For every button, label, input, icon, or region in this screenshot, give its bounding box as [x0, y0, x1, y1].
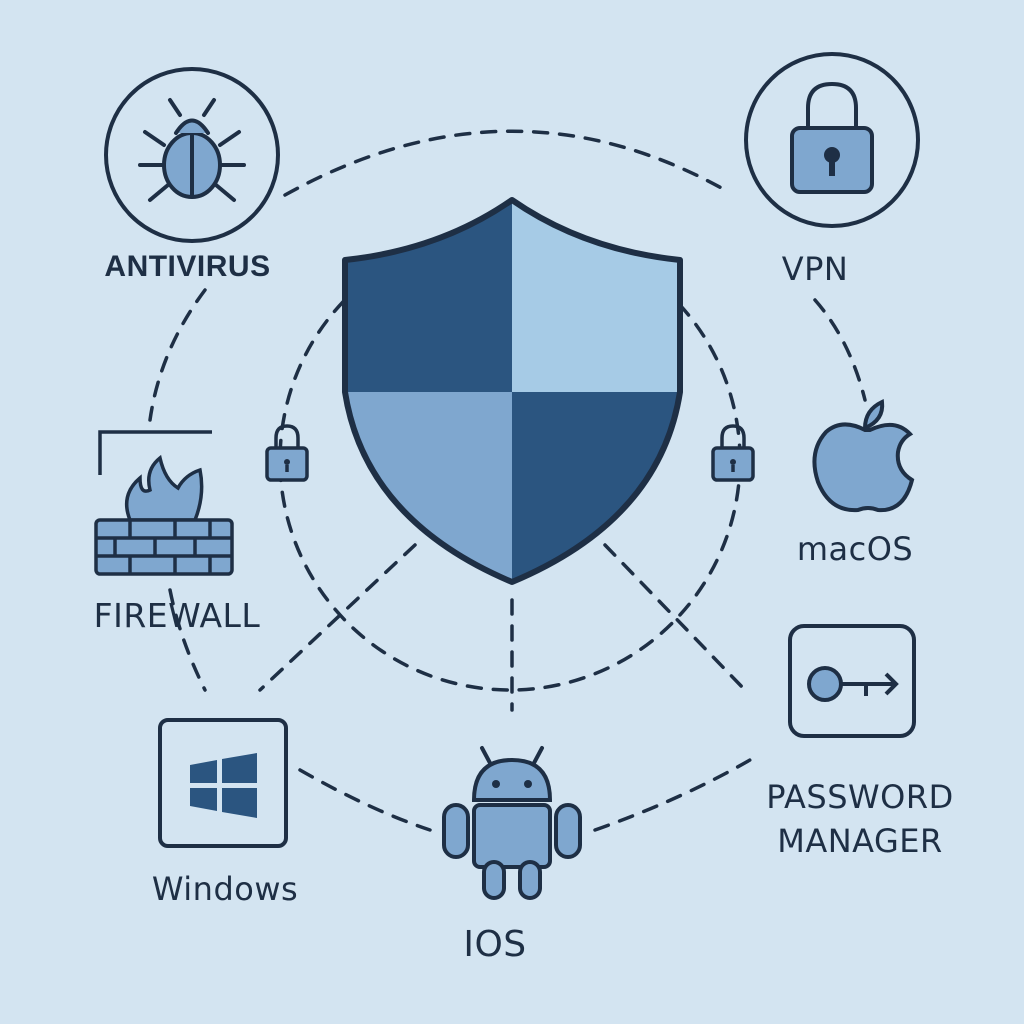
windows-logo-icon [158, 718, 288, 848]
connector-ios-password [593, 758, 752, 832]
android-robot-icon [442, 746, 582, 900]
outer-dashed-arc-right [813, 298, 867, 402]
firewall-label: FIREWALL [93, 596, 261, 635]
shield-icon [342, 197, 683, 585]
padlock-icon [744, 52, 920, 228]
outer-dashed-arc-left [148, 288, 207, 422]
password-manager-label: PASSWORD MANAGER [740, 775, 980, 863]
bug-icon [104, 67, 280, 243]
connector-windows-ios [298, 768, 432, 832]
vpn-label: VPN [781, 250, 849, 288]
spoke-right [603, 543, 747, 692]
small-lock-right-icon [711, 424, 755, 482]
outer-dashed-arc-left-lower [168, 588, 207, 692]
spoke-left [258, 543, 417, 692]
outer-dashed-arc-top [283, 129, 727, 197]
ios-label: IOS [463, 924, 527, 965]
key-icon [788, 624, 916, 738]
apple-icon [812, 398, 915, 513]
brick-wall-fire-icon [94, 430, 234, 576]
small-lock-left-icon [265, 424, 309, 482]
password-label-line1: PASSWORD [766, 778, 954, 816]
macos-label: macOS [796, 530, 914, 568]
windows-label: Windows [151, 870, 299, 908]
password-label-line2: MANAGER [777, 822, 943, 860]
antivirus-label: ANTIVIRUS [104, 250, 271, 283]
